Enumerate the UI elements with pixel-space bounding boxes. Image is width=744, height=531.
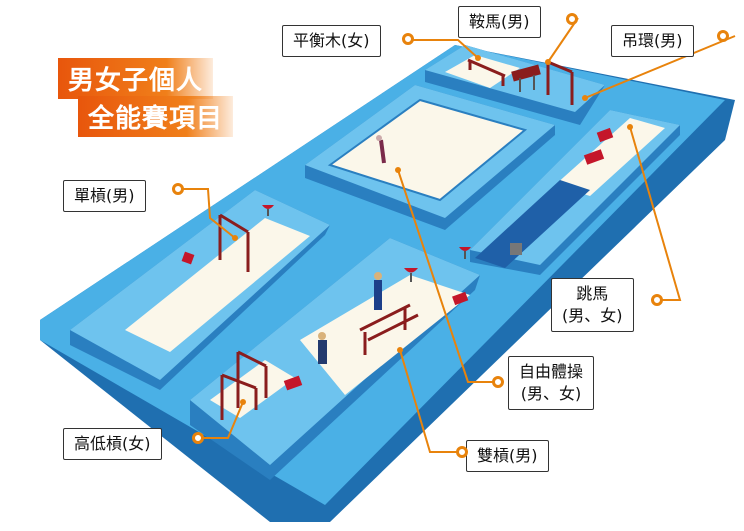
uneven-bars-apparatus: [220, 350, 268, 420]
vault-table: [583, 127, 614, 165]
dot-high-bar: [172, 183, 184, 195]
title-line-2: 全能賽項目: [78, 96, 234, 137]
floor-podium: [305, 85, 555, 230]
label-rings: 吊環(男): [611, 25, 694, 57]
label-pommel-horse: 鞍馬(男): [458, 6, 541, 38]
chalk-bowl-high-bar: [262, 205, 274, 216]
uneven-parallel-podium: [190, 238, 480, 480]
springboard-parallel: [452, 291, 469, 306]
parallel-bars-apparatus: [359, 303, 419, 355]
label-floor-line2: (男、女): [520, 384, 582, 403]
gymnast-parallel-bars: [374, 272, 382, 310]
leader-endpoints: [232, 55, 633, 405]
label-floor: 自由體操 (男、女): [508, 356, 595, 410]
label-balance-beam: 平衡木(女): [282, 25, 381, 57]
dot-uneven-bars: [192, 432, 204, 444]
gymnast-floor: [376, 135, 386, 164]
leader-floor: [397, 169, 498, 383]
judge-figure: [318, 332, 327, 364]
chalk-bowl-vault: [459, 247, 471, 259]
leader-vault: [629, 126, 682, 301]
dot-pommel-horse: [566, 13, 578, 25]
rings-apparatus: [546, 60, 574, 105]
vault-runway: [470, 110, 680, 275]
label-floor-line1: 自由體操: [519, 362, 584, 381]
springboard-uneven: [283, 375, 303, 391]
label-uneven-bars: 高低槓(女): [63, 428, 162, 460]
label-parallel-bars: 雙槓(男): [466, 440, 549, 472]
dot-floor: [492, 376, 504, 388]
leader-balance-beam: [413, 39, 479, 59]
dot-vault: [651, 294, 663, 306]
balance-beam-apparatus: [467, 58, 506, 86]
leader-parallel-bars: [399, 349, 462, 453]
chalk-bowl-parallel: [404, 268, 418, 282]
leader-high-bar: [179, 188, 236, 239]
leader-uneven-bars: [199, 401, 244, 439]
judge-table-vault: [510, 243, 522, 255]
leader-lines: [179, 17, 736, 453]
dot-balance-beam: [402, 33, 414, 45]
chalk-box-high-bar: [181, 251, 195, 265]
leader-rings: [584, 35, 736, 99]
title-line-1: 男女子個人: [58, 58, 214, 99]
label-vault: 跳馬 (男、女): [551, 278, 634, 332]
dot-parallel-bars: [456, 446, 468, 458]
label-vault-line2: (男、女): [562, 306, 623, 325]
pommel-horse-apparatus: [511, 64, 541, 92]
label-vault-line1: 跳馬: [576, 284, 609, 303]
high-bar-apparatus: [218, 213, 250, 272]
dot-rings: [717, 30, 729, 42]
label-high-bar: 單槓(男): [63, 180, 146, 212]
leader-pommel-horse: [547, 17, 579, 63]
high-bar-podium: [70, 190, 330, 390]
